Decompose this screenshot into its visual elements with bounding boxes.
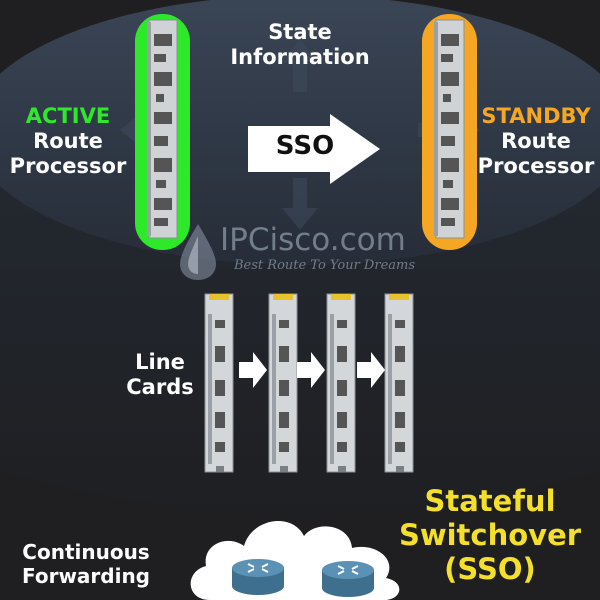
active-route-processor-card xyxy=(135,14,190,250)
line-card-4 xyxy=(384,293,414,473)
forwarding-label: Forwarding xyxy=(21,564,151,588)
line-card-arrow-icon xyxy=(357,352,385,388)
continuous-forwarding-label: Continuous Forwarding xyxy=(0,540,172,588)
title-line-1: Stateful xyxy=(424,484,556,518)
network-cloud xyxy=(190,521,400,600)
active-route-label: Route xyxy=(33,129,103,154)
line-card-3 xyxy=(326,293,356,473)
line-card-2 xyxy=(268,293,298,473)
state-information-label: State Information xyxy=(200,20,400,70)
line-cards-label-line-1: Line xyxy=(135,350,185,374)
title-line-2: Switchover xyxy=(398,518,582,553)
state-label-line-1: State xyxy=(268,20,332,44)
watermark-brand: IPCisco.com xyxy=(220,222,406,258)
title-line-3: (SSO) xyxy=(444,552,536,587)
standby-route-processor-label: STANDBY Route Processor xyxy=(468,104,600,180)
line-cards-label: Line Cards xyxy=(100,350,220,400)
standby-route-label: Route xyxy=(501,129,571,154)
line-card-arrow-icon xyxy=(297,352,325,388)
line-cards-label-line-2: Cards xyxy=(126,375,194,400)
watermark-logo-icon xyxy=(180,224,216,280)
active-processor-label: Processor xyxy=(9,154,127,179)
router-icon xyxy=(322,561,374,597)
sso-arrow-label: SSO xyxy=(275,131,335,161)
standby-route-processor-card xyxy=(422,14,477,250)
router-icon xyxy=(232,559,284,595)
continuous-label: Continuous xyxy=(22,540,150,564)
diagram-title: Stateful Switchover (SSO) xyxy=(390,484,590,587)
state-label-line-2: Information xyxy=(230,45,370,70)
standby-status-label: STANDBY xyxy=(481,104,591,128)
standby-processor-label: Processor xyxy=(477,154,595,179)
active-route-processor-label: ACTIVE Route Processor xyxy=(0,104,136,180)
watermark-tagline: Best Route To Your Dreams xyxy=(234,258,416,273)
sso-arrow-icon xyxy=(248,114,380,184)
line-card-arrow-icon xyxy=(239,352,267,388)
active-status-label: ACTIVE xyxy=(25,104,111,128)
line-cards-group xyxy=(204,293,414,473)
